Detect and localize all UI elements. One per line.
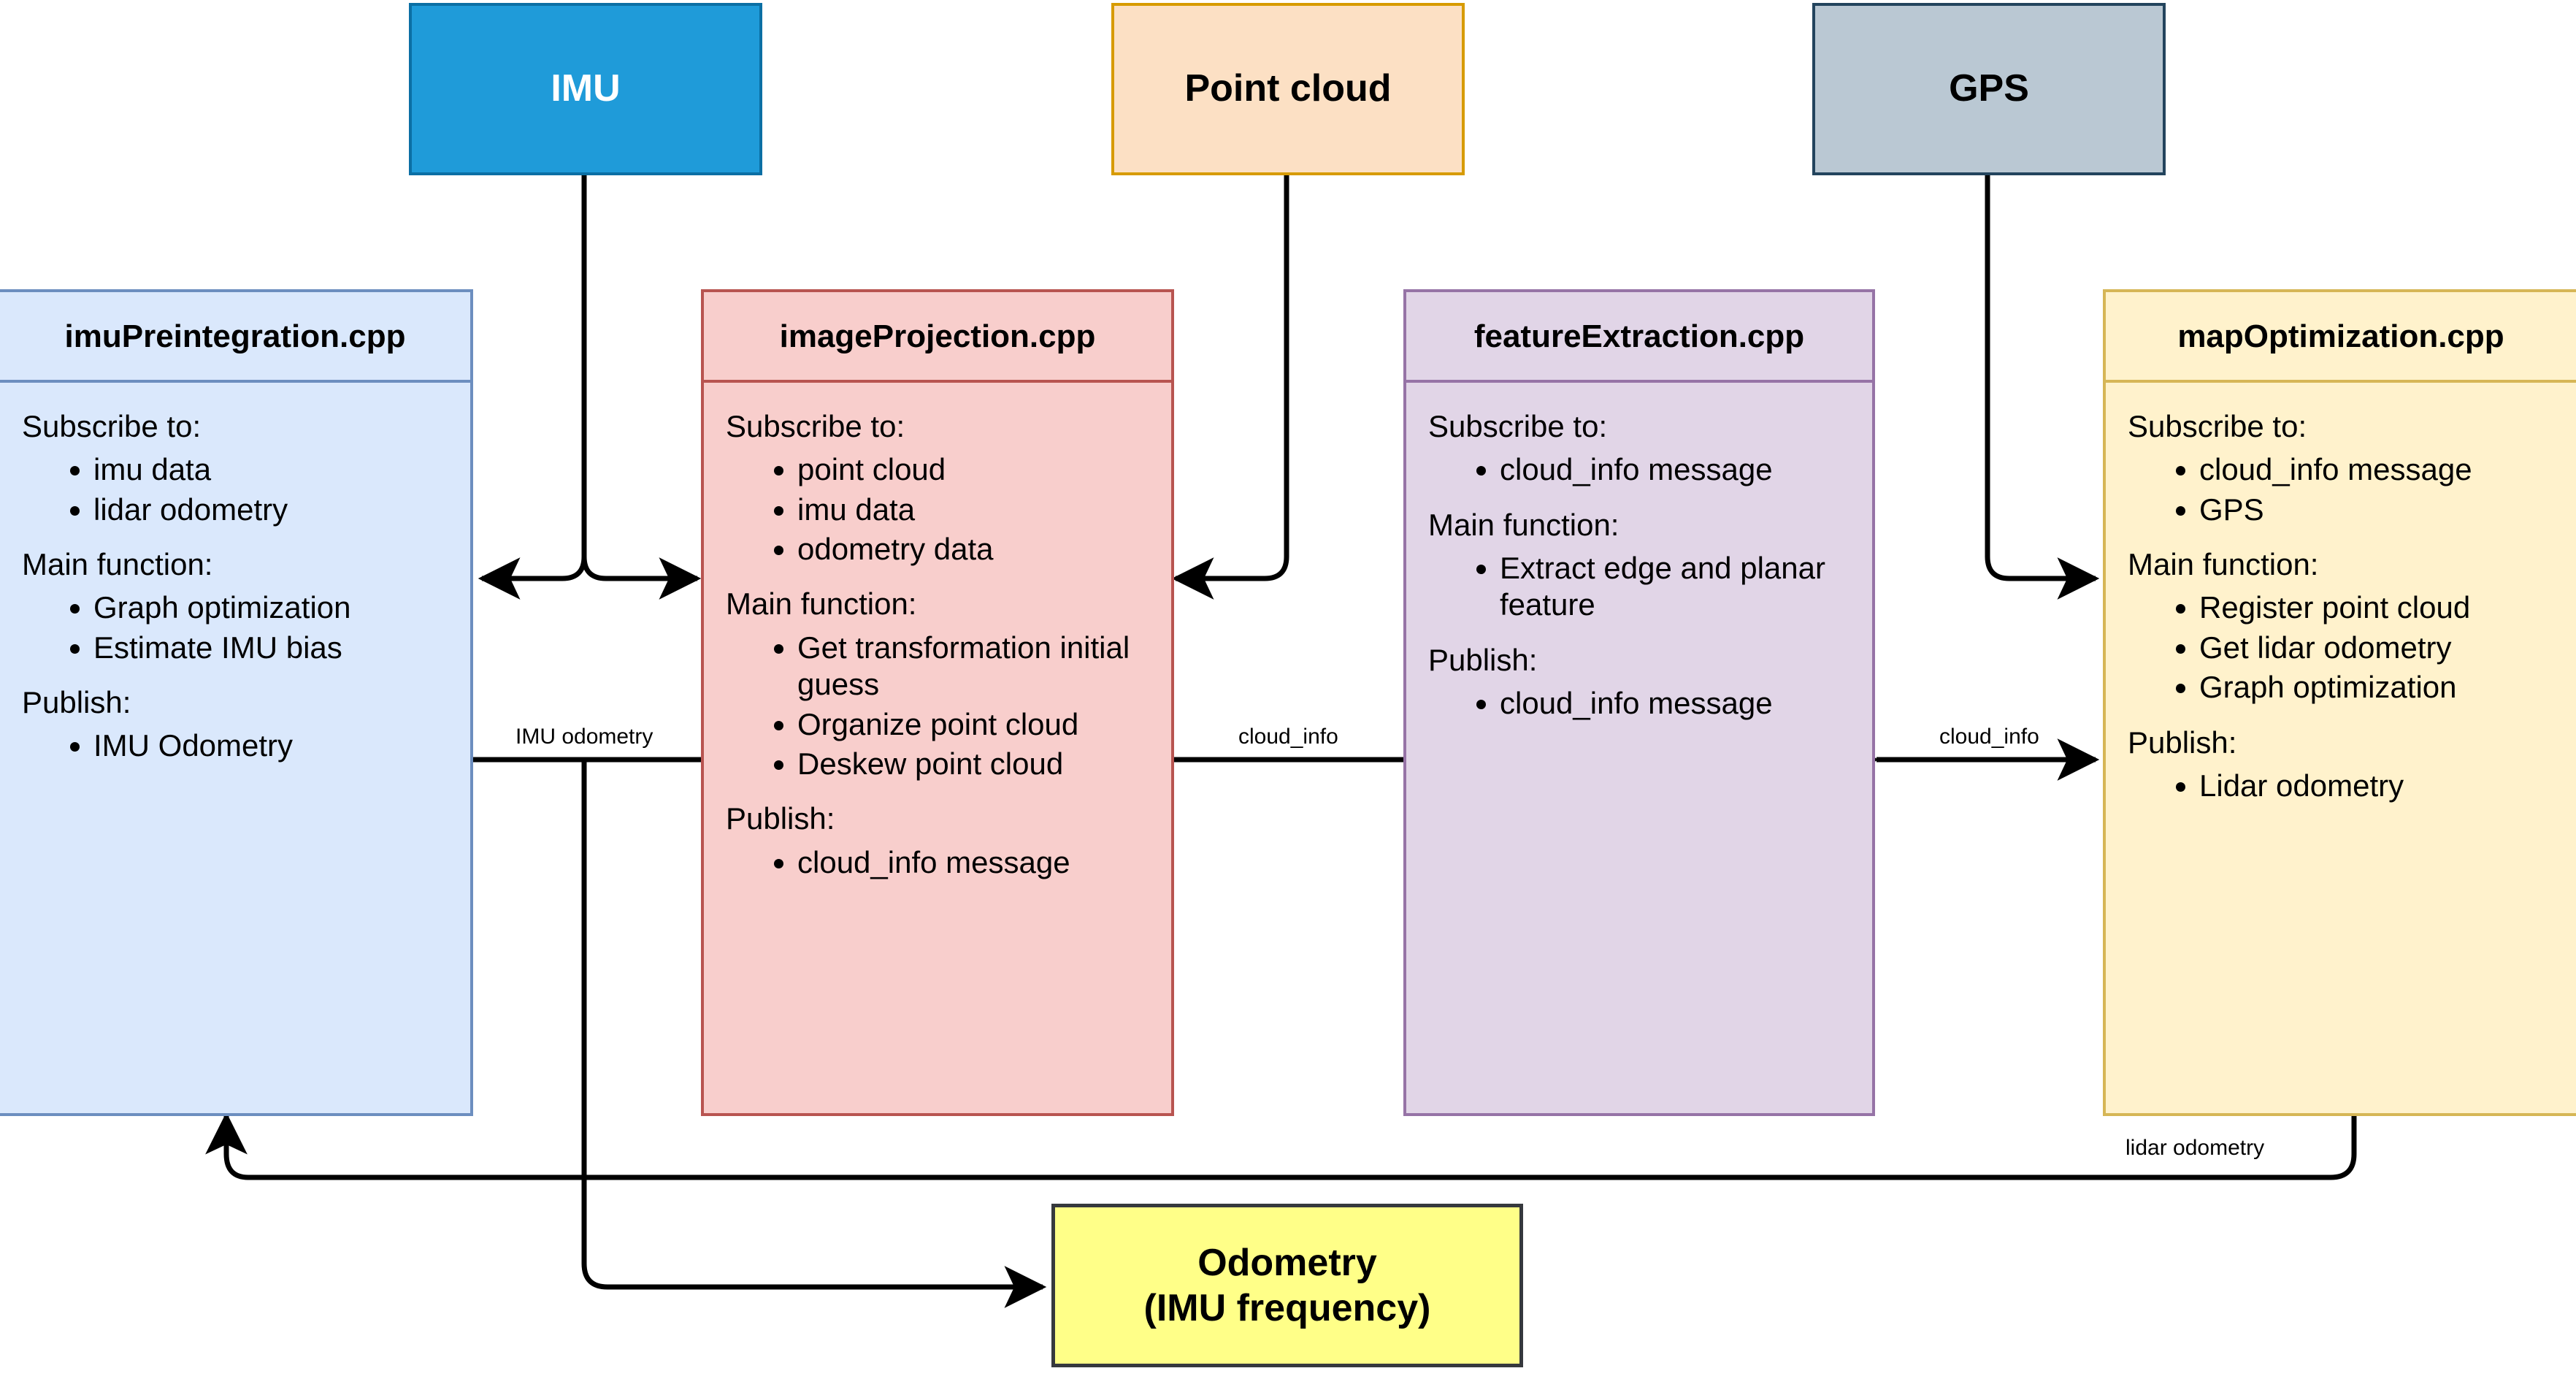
- section-list: Register point cloud Get lidar odometry …: [2128, 589, 2557, 706]
- list-item: cloud_info message: [797, 844, 1152, 881]
- source-label-pointcloud: Point cloud: [1184, 67, 1392, 110]
- section-list: cloud_info message: [726, 844, 1152, 881]
- module-title-featureextraction: featureExtraction.cpp: [1406, 292, 1872, 383]
- list-item: Extract edge and planar feature: [1500, 550, 1853, 624]
- section-label: Subscribe to:: [1428, 409, 1608, 443]
- source-label-imu: IMU: [551, 67, 621, 110]
- list-item: cloud_info message: [1500, 451, 1853, 488]
- edge-label-lidar-odometry: lidar odometry: [2121, 1136, 2269, 1161]
- section-label: Publish:: [726, 801, 835, 836]
- edge-gps-to-mapoptimization: [1985, 175, 2100, 600]
- edge-pointcloud-to-imageprojection: [1171, 175, 1289, 600]
- module-body-featureextraction: Subscribe to: cloud_info message Main fu…: [1406, 383, 1872, 1113]
- module-box-imupreintegration[interactable]: imuPreintegration.cpp Subscribe to: imu …: [0, 289, 473, 1116]
- section-list: Extract edge and planar feature: [1428, 550, 1853, 624]
- list-item: cloud_info message: [1500, 685, 1853, 722]
- list-item: Lidar odometry: [2199, 768, 2557, 804]
- list-item: cloud_info message: [2199, 451, 2557, 488]
- list-item: Organize point cloud: [797, 706, 1152, 743]
- edge-label-imu-odometry: IMU odometry: [511, 725, 658, 749]
- source-box-imu[interactable]: IMU: [409, 3, 762, 175]
- output-label-line2: (IMU frequency): [1143, 1287, 1431, 1329]
- edge-imu-split: [478, 175, 702, 600]
- list-item: point cloud: [797, 451, 1152, 488]
- section-label: Main function:: [726, 587, 917, 622]
- module-box-imageprojection[interactable]: imageProjection.cpp Subscribe to: point …: [701, 289, 1174, 1116]
- section-list: imu data lidar odometry: [22, 451, 451, 528]
- list-item: Deskew point cloud: [797, 746, 1152, 782]
- list-item: Register point cloud: [2199, 589, 2557, 626]
- module-title-mapoptimization: mapOptimization.cpp: [2106, 292, 2576, 383]
- list-item: lidar odometry: [93, 492, 451, 528]
- edge-lidar-odometry-feedback: [205, 1112, 2357, 1180]
- source-box-gps[interactable]: GPS: [1812, 3, 2166, 175]
- section-list: Graph optimization Estimate IMU bias: [22, 589, 451, 666]
- module-body-imupreintegration: Subscribe to: imu data lidar odometry Ma…: [0, 383, 470, 1113]
- section-label: Main function:: [22, 547, 213, 582]
- list-item: Estimate IMU bias: [93, 630, 451, 666]
- list-item: IMU Odometry: [93, 727, 451, 764]
- list-item: odometry data: [797, 531, 1152, 568]
- edge-label-cloud-info-2: cloud_info: [1935, 725, 2044, 749]
- section-list: cloud_info message GPS: [2128, 451, 2557, 528]
- module-title-imupreintegration: imuPreintegration.cpp: [0, 292, 470, 383]
- section-label: Subscribe to:: [2128, 409, 2307, 443]
- list-item: imu data: [93, 451, 451, 488]
- section-list: Get transformation initial guess Organiz…: [726, 630, 1152, 783]
- section-list: Lidar odometry: [2128, 768, 2557, 804]
- section-list: cloud_info message: [1428, 685, 1853, 722]
- list-item: Get lidar odometry: [2199, 630, 2557, 666]
- section-list: cloud_info message: [1428, 451, 1853, 488]
- module-body-imageprojection: Subscribe to: point cloud imu data odome…: [704, 383, 1171, 1113]
- source-label-gps: GPS: [1949, 67, 2029, 110]
- output-label-line1: Odometry: [1197, 1241, 1377, 1284]
- output-box-odometry[interactable]: Odometry (IMU frequency): [1051, 1204, 1523, 1367]
- source-box-pointcloud[interactable]: Point cloud: [1111, 3, 1465, 175]
- section-label: Main function:: [2128, 547, 2319, 582]
- section-label: Subscribe to:: [22, 409, 202, 443]
- section-list: point cloud imu data odometry data: [726, 451, 1152, 568]
- section-label: Main function:: [1428, 507, 1619, 542]
- list-item: Get transformation initial guess: [797, 630, 1152, 703]
- section-label: Publish:: [22, 685, 131, 720]
- module-box-featureextraction[interactable]: featureExtraction.cpp Subscribe to: clou…: [1403, 289, 1875, 1116]
- section-label: Publish:: [1428, 642, 1538, 677]
- edge-label-cloud-info-1: cloud_info: [1234, 725, 1343, 749]
- list-item: Graph optimization: [93, 589, 451, 626]
- module-box-mapoptimization[interactable]: mapOptimization.cpp Subscribe to: cloud_…: [2103, 289, 2576, 1116]
- module-title-imageprojection: imageProjection.cpp: [704, 292, 1171, 383]
- module-body-mapoptimization: Subscribe to: cloud_info message GPS Mai…: [2106, 383, 2576, 1113]
- section-label: Publish:: [2128, 725, 2237, 760]
- list-item: imu data: [797, 492, 1152, 528]
- list-item: GPS: [2199, 492, 2557, 528]
- list-item: Graph optimization: [2199, 669, 2557, 706]
- section-list: IMU Odometry: [22, 727, 451, 764]
- section-label: Subscribe to:: [726, 409, 905, 443]
